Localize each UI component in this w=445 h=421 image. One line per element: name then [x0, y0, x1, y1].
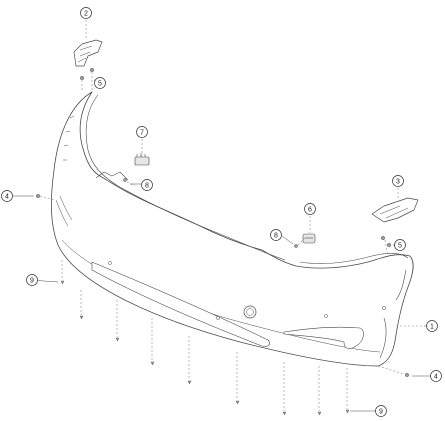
- push-clip-4: [150, 361, 155, 366]
- callout-2: 2: [80, 7, 92, 19]
- callout-4-right: 4: [430, 370, 442, 382]
- callout-1: 1: [426, 320, 438, 332]
- clip-part-6: [302, 233, 316, 244]
- upper-left-bracket: [73, 39, 103, 67]
- callout-8-right-label: 8: [274, 233, 278, 240]
- callout-9-left: 9: [26, 274, 38, 286]
- callout-5-top-label: 5: [98, 81, 102, 88]
- callout-6-label: 6: [308, 207, 312, 214]
- push-clip-6: [235, 400, 240, 405]
- push-clip-5: [187, 380, 192, 385]
- push-clip-1: [60, 280, 65, 285]
- screw-5a-2: [89, 67, 94, 72]
- clip-part-7: [134, 153, 150, 166]
- callout-1-label: 1: [430, 324, 434, 331]
- callout-9-bottom: 9: [375, 405, 387, 417]
- callout-9-left-label: 9: [30, 278, 34, 285]
- push-clip-2: [79, 315, 84, 320]
- callout-4-left-label: 4: [5, 194, 9, 201]
- callout-9-bottom-label: 9: [379, 409, 383, 416]
- screw-4b: [405, 373, 410, 378]
- bumper-cover: [50, 91, 414, 367]
- callout-7: 7: [136, 126, 148, 138]
- screw-8b: [294, 244, 298, 248]
- dashed-leaders: [39, 20, 424, 411]
- push-clip-9: [345, 409, 350, 414]
- callout-3: 3: [392, 175, 404, 187]
- callout-5-right-label: 5: [398, 243, 402, 250]
- callout-2-label: 2: [84, 11, 88, 18]
- callout-5-top: 5: [94, 77, 106, 89]
- screw-8a: [123, 178, 127, 182]
- screw-5b-2: [387, 242, 392, 247]
- callout-5-right: 5: [394, 239, 406, 251]
- push-clip-8: [317, 411, 322, 416]
- callout-8-left-label: 8: [145, 183, 149, 190]
- screw-4a: [36, 193, 41, 198]
- fasteners: [36, 67, 410, 416]
- callout-4-left: 4: [1, 190, 13, 202]
- callout-4-right-label: 4: [434, 374, 438, 381]
- callout-8-right: 8: [270, 229, 282, 241]
- screw-5b-1: [381, 235, 386, 240]
- callout-6: 6: [304, 203, 316, 215]
- push-clip-7: [282, 411, 287, 416]
- callout-7-label: 7: [140, 130, 144, 137]
- push-clip-3: [115, 337, 120, 342]
- screw-5a-1: [79, 75, 84, 80]
- callout-8-left: 8: [141, 179, 153, 191]
- callouts: 2 5 7 8 4 3 6 8: [1, 7, 442, 417]
- upper-right-bracket: [371, 197, 419, 223]
- callout-3-label: 3: [396, 179, 400, 186]
